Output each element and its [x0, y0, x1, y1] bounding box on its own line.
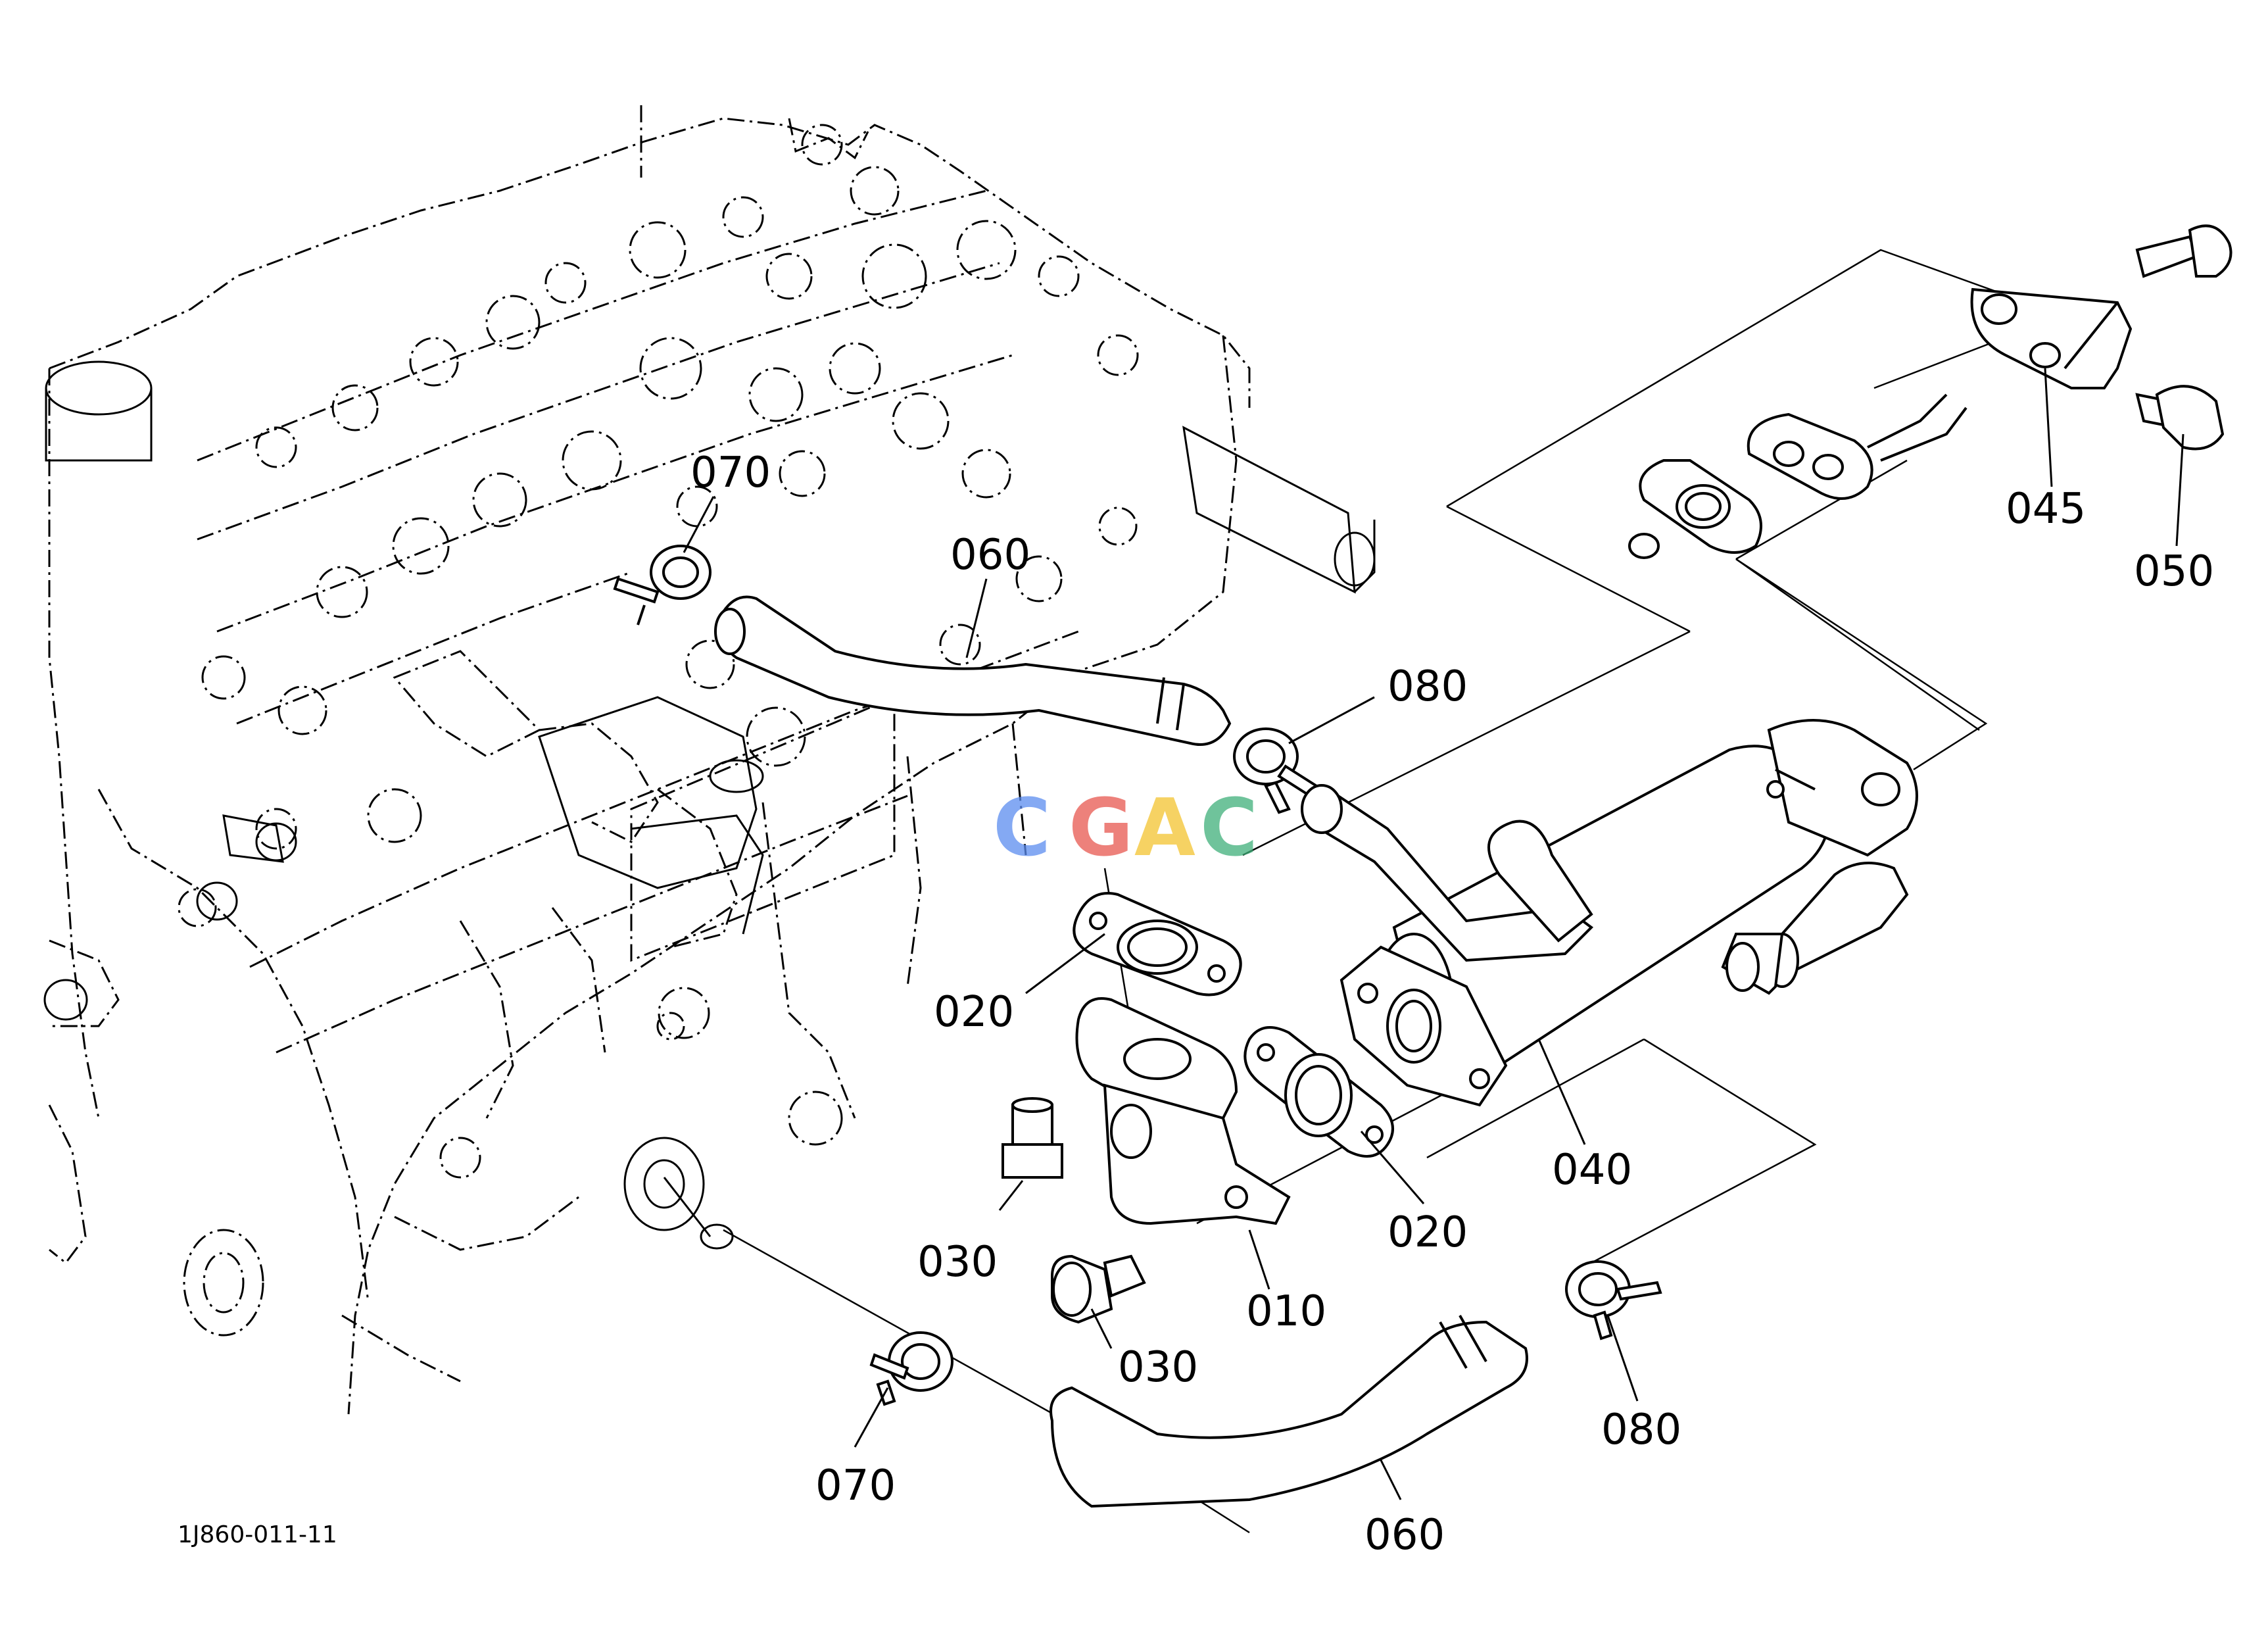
drawing-code: 1J860-011-11: [178, 1521, 337, 1548]
bolt-050-lower: [2135, 385, 2225, 451]
callout-050: 050: [2134, 547, 2214, 596]
callout-labels: 070 060 080 045 050 020 020 040 030 030 …: [690, 449, 2214, 1560]
callout-020-upper: 020: [934, 988, 1014, 1037]
gasket-020-upper: [1073, 892, 1242, 996]
callout-080-upper: 080: [1387, 662, 1468, 711]
callout-070-lower: 070: [815, 1462, 896, 1510]
engine-block-outline: [43, 105, 1376, 1415]
hose-060-lower: [1050, 1315, 1528, 1508]
bracket-045: [1970, 287, 2133, 389]
gasket-020-lower: [1243, 1026, 1394, 1158]
clamp-080-upper: [1233, 727, 1324, 814]
egr-cooler-040: [1301, 719, 1918, 1107]
callout-070-upper: 070: [690, 449, 771, 497]
leader-lines: [683, 368, 2184, 1500]
bolt-030-upper: [1001, 1097, 1063, 1179]
callout-020-lower: 020: [1387, 1208, 1468, 1257]
bolt-030-lower: [1051, 1254, 1146, 1324]
callout-045: 045: [2006, 485, 2086, 533]
clamp-080-lower: [1565, 1260, 1662, 1340]
callout-080-lower: 080: [1601, 1406, 1681, 1454]
callout-060-upper: 060: [950, 531, 1030, 579]
callout-030-lower: 030: [1118, 1343, 1198, 1392]
watermark-letter-2: G: [1069, 783, 1134, 874]
watermark-letter-1: C: [993, 783, 1051, 874]
callout-040: 040: [1552, 1146, 1632, 1194]
bolt-050-upper: [2135, 224, 2232, 278]
watermark-letter-3: A: [1134, 783, 1195, 874]
clamp-070-upper: [613, 545, 712, 626]
callout-060-lower: 060: [1364, 1511, 1445, 1560]
clamp-070-lower: [869, 1331, 953, 1406]
flange-gasket-upper-pair: [1628, 393, 1967, 559]
callout-010: 010: [1246, 1287, 1326, 1336]
egr-pipe-010: [1075, 997, 1291, 1225]
hose-060-upper: [714, 595, 1232, 746]
watermark-logo: C G A C: [993, 783, 1258, 874]
callout-030-upper: 030: [917, 1238, 998, 1287]
watermark-letter-4: C: [1200, 783, 1258, 874]
